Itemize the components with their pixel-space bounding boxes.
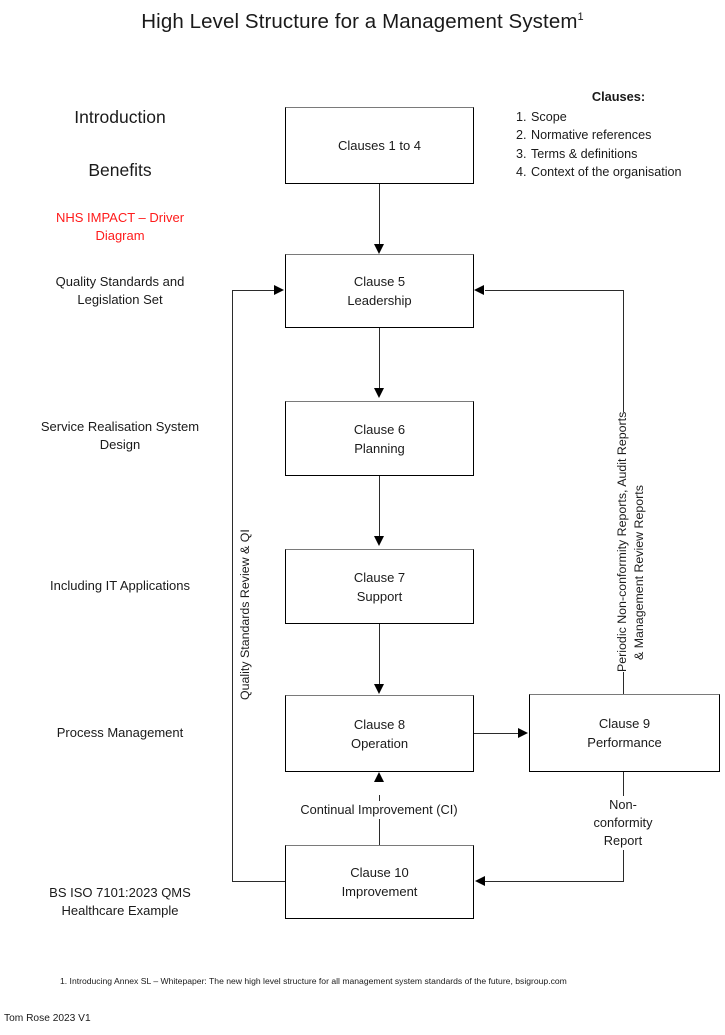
side-label-benefits: Benefits <box>88 160 152 180</box>
page-title: High Level Structure for a Management Sy… <box>0 10 725 34</box>
clause-label: Normative references <box>531 128 652 142</box>
arrowhead-left-clause10 <box>475 875 485 886</box>
connector-clause8-to-clause9 <box>474 733 519 734</box>
clauses-legend-item: 2. Normative references <box>516 126 721 145</box>
edge-label-periodic-reports-line2: & Management Review Reports <box>631 485 647 660</box>
node-clause-7[interactable]: Clause 7 Support <box>285 549 474 624</box>
arrowhead-right-clause5-left <box>274 284 284 295</box>
clauses-legend-item: 1. Scope <box>516 108 721 127</box>
node-label-line1: Clause 6 <box>353 421 406 437</box>
connector-right-loop-into-clause5 <box>485 290 624 291</box>
connector-clause10-to-clause8 <box>379 795 380 850</box>
connector-left-loop-vertical <box>232 290 233 882</box>
node-label-line1: Clause 7 <box>353 569 406 585</box>
edge-label-periodic-reports-line1: Periodic Non-conformity Reports, Audit R… <box>614 411 630 672</box>
node-clauses-1-to-4[interactable]: Clauses 1 to 4 <box>285 107 474 184</box>
arrowhead-down-clause5 <box>373 244 384 254</box>
footnote-reference: 1. Introducing Annex SL – Whitepaper: Th… <box>60 976 567 986</box>
clauses-legend-item: 4. Context of the organisation <box>516 163 721 182</box>
node-label-line1: Clause 8 <box>353 716 406 732</box>
page-title-text: High Level Structure for a Management Sy… <box>141 10 578 33</box>
node-label-line1: Clause 10 <box>350 865 409 880</box>
clause-label: Terms & definitions <box>531 146 638 161</box>
arrowhead-down-clause6 <box>373 388 384 398</box>
clause-number: 2. <box>516 128 527 142</box>
edge-label-quality-standards-review-qi: Quality Standards Review & QI <box>237 529 253 700</box>
node-clause-10[interactable]: Clause 10 Improvement <box>285 845 474 919</box>
title-footnote-marker: 1 <box>577 11 584 24</box>
node-label-line2: Improvement <box>341 884 418 899</box>
clause-number: 4. <box>516 165 527 179</box>
connector-clause7-to-clause8 <box>379 623 380 685</box>
arrowhead-down-clause8 <box>373 684 384 694</box>
side-label-including-it-applications: Including IT Applications <box>50 578 190 593</box>
side-label-service-realisation-system-design: Service Realisation System Design <box>40 419 200 452</box>
arrowhead-left-clause5-right <box>474 284 484 295</box>
node-label-line2: Planning <box>354 440 405 456</box>
node-label-line1: Clause 5 <box>353 274 406 289</box>
connector-left-loop-into-clause5 <box>232 290 275 291</box>
edge-label-continual-improvement: Continual Improvement (CI) <box>282 801 476 819</box>
author-credit: Tom Rose 2023 V1 <box>4 1013 91 1024</box>
node-clause-8[interactable]: Clause 8 Operation <box>285 695 474 772</box>
connector-clauses1to4-to-clause5 <box>379 183 380 245</box>
node-label: Clauses 1 to 4 <box>337 138 422 153</box>
clause-label: Scope <box>531 109 567 124</box>
node-clause-9[interactable]: Clause 9 Performance <box>529 694 720 772</box>
connector-to-clause10-horizontal <box>485 881 624 882</box>
clauses-legend-list: 1. Scope 2. Normative references 3. Terms &… <box>516 108 721 182</box>
arrowhead-up-clause8 <box>373 772 384 782</box>
node-clause-5[interactable]: Clause 5 Leadership <box>285 254 474 328</box>
edge-label-non-conformity-report: Non-conformity Report <box>583 796 663 850</box>
clause-number: 3. <box>516 146 527 161</box>
connector-clause10-left <box>232 881 286 882</box>
node-clause-6[interactable]: Clause 6 Planning <box>285 401 474 476</box>
arrowhead-down-clause7 <box>373 536 384 546</box>
node-label-line1: Clause 9 <box>598 716 651 731</box>
side-label-process-management: Process Management <box>56 725 184 740</box>
clause-label: Context of the organisation <box>531 165 682 179</box>
node-label-line2: Support <box>356 588 403 604</box>
clauses-legend: Clauses: 1. Scope 2. Normative references … <box>516 88 721 182</box>
connector-clause5-to-clause6 <box>379 327 380 389</box>
connector-clause6-to-clause7 <box>379 475 380 537</box>
arrowhead-right-clause9 <box>518 727 528 738</box>
clause-number: 1. <box>516 109 527 124</box>
clauses-legend-item: 3. Terms & definitions <box>516 145 721 164</box>
node-label-line2: Leadership <box>347 293 412 308</box>
clauses-legend-heading: Clauses: <box>591 89 646 104</box>
side-label-quality-standards-and-legislation-set: Quality Standards and Legislation Set <box>55 274 185 307</box>
node-label-line2: Operation <box>350 735 409 751</box>
side-label-nhs-impact-driver-diagram: NHS IMPACT – Driver Diagram <box>55 210 185 243</box>
node-label-line2: Performance <box>587 735 662 750</box>
side-label-bs-iso-7101-qms-healthcare-example: BS ISO 7101:2023 QMS Healthcare Example <box>49 885 191 918</box>
side-label-introduction: Introduction <box>74 107 166 127</box>
